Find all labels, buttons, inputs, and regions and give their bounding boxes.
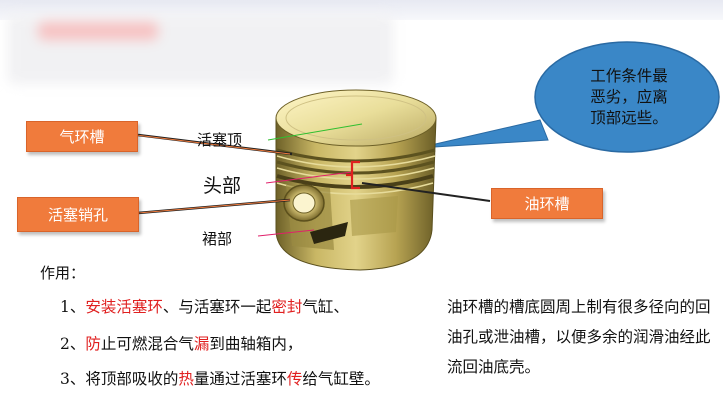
highlight-segment: 热 <box>178 370 194 388</box>
function-item-2: 2、防止可燃混合气漏到曲轴箱内， <box>60 332 302 354</box>
piston-body <box>275 89 437 271</box>
function-item-3: 3、将顶部吸收的热量通过活塞环传给气缸壁。 <box>60 367 380 389</box>
tag-gas-ring-groove: 气环槽 <box>26 121 138 152</box>
pin-hole-connector-accent <box>137 199 291 214</box>
label-head: 头部 <box>203 175 242 197</box>
blurred-title-region <box>8 14 393 84</box>
highlight-segment: 密封 <box>271 298 303 316</box>
gas-ring-connector-accent <box>135 134 291 155</box>
head-leader <box>265 171 353 184</box>
label-piston-top: 活塞顶 <box>197 131 243 149</box>
oil-ring-connector <box>361 182 491 202</box>
top-leader <box>267 123 363 141</box>
oil-groove-note: 油环槽的槽底圆周上制有很多径向的回油孔或泄油槽，以便多余的润滑油经此流回油底壳。 <box>447 298 711 376</box>
segment: 给气缸壁。 <box>302 370 380 388</box>
label-skirt: 裙部 <box>202 230 233 248</box>
segment: 、与活塞环一起 <box>162 298 272 316</box>
tag-pin-hole: 活塞销孔 <box>17 197 139 232</box>
skirt-leader <box>257 229 315 237</box>
tag-oil-ring-groove: 油环槽 <box>491 188 603 219</box>
function-heading: 作用： <box>40 264 86 282</box>
segment: 量通过活塞环 <box>193 370 287 388</box>
callout-text: 工作条件最 恶劣，应离 顶部远些。 <box>570 66 688 129</box>
segment: 止可燃混合气 <box>100 335 194 353</box>
segment: 气缸、 <box>302 298 349 316</box>
segment: 2、 <box>60 335 86 353</box>
callout-line: 工作条件最 <box>590 67 668 85</box>
head-bracket <box>346 160 360 190</box>
highlight-segment: 安装活塞环 <box>85 298 163 316</box>
callout-line: 恶劣，应离 <box>590 88 668 106</box>
segment: 1、 <box>60 298 86 316</box>
callout-bubble <box>417 41 720 153</box>
callout-line: 顶部远些。 <box>590 109 668 127</box>
segment: 到曲轴箱内， <box>209 335 303 353</box>
function-item-1: 1、安装活塞环、与活塞环一起密封气缸、 <box>60 295 349 317</box>
highlight-segment: 漏 <box>193 335 210 353</box>
highlight-segment: 防 <box>85 335 101 353</box>
segment: 3、将顶部吸收的 <box>60 370 179 388</box>
highlight-segment: 传 <box>286 370 303 388</box>
